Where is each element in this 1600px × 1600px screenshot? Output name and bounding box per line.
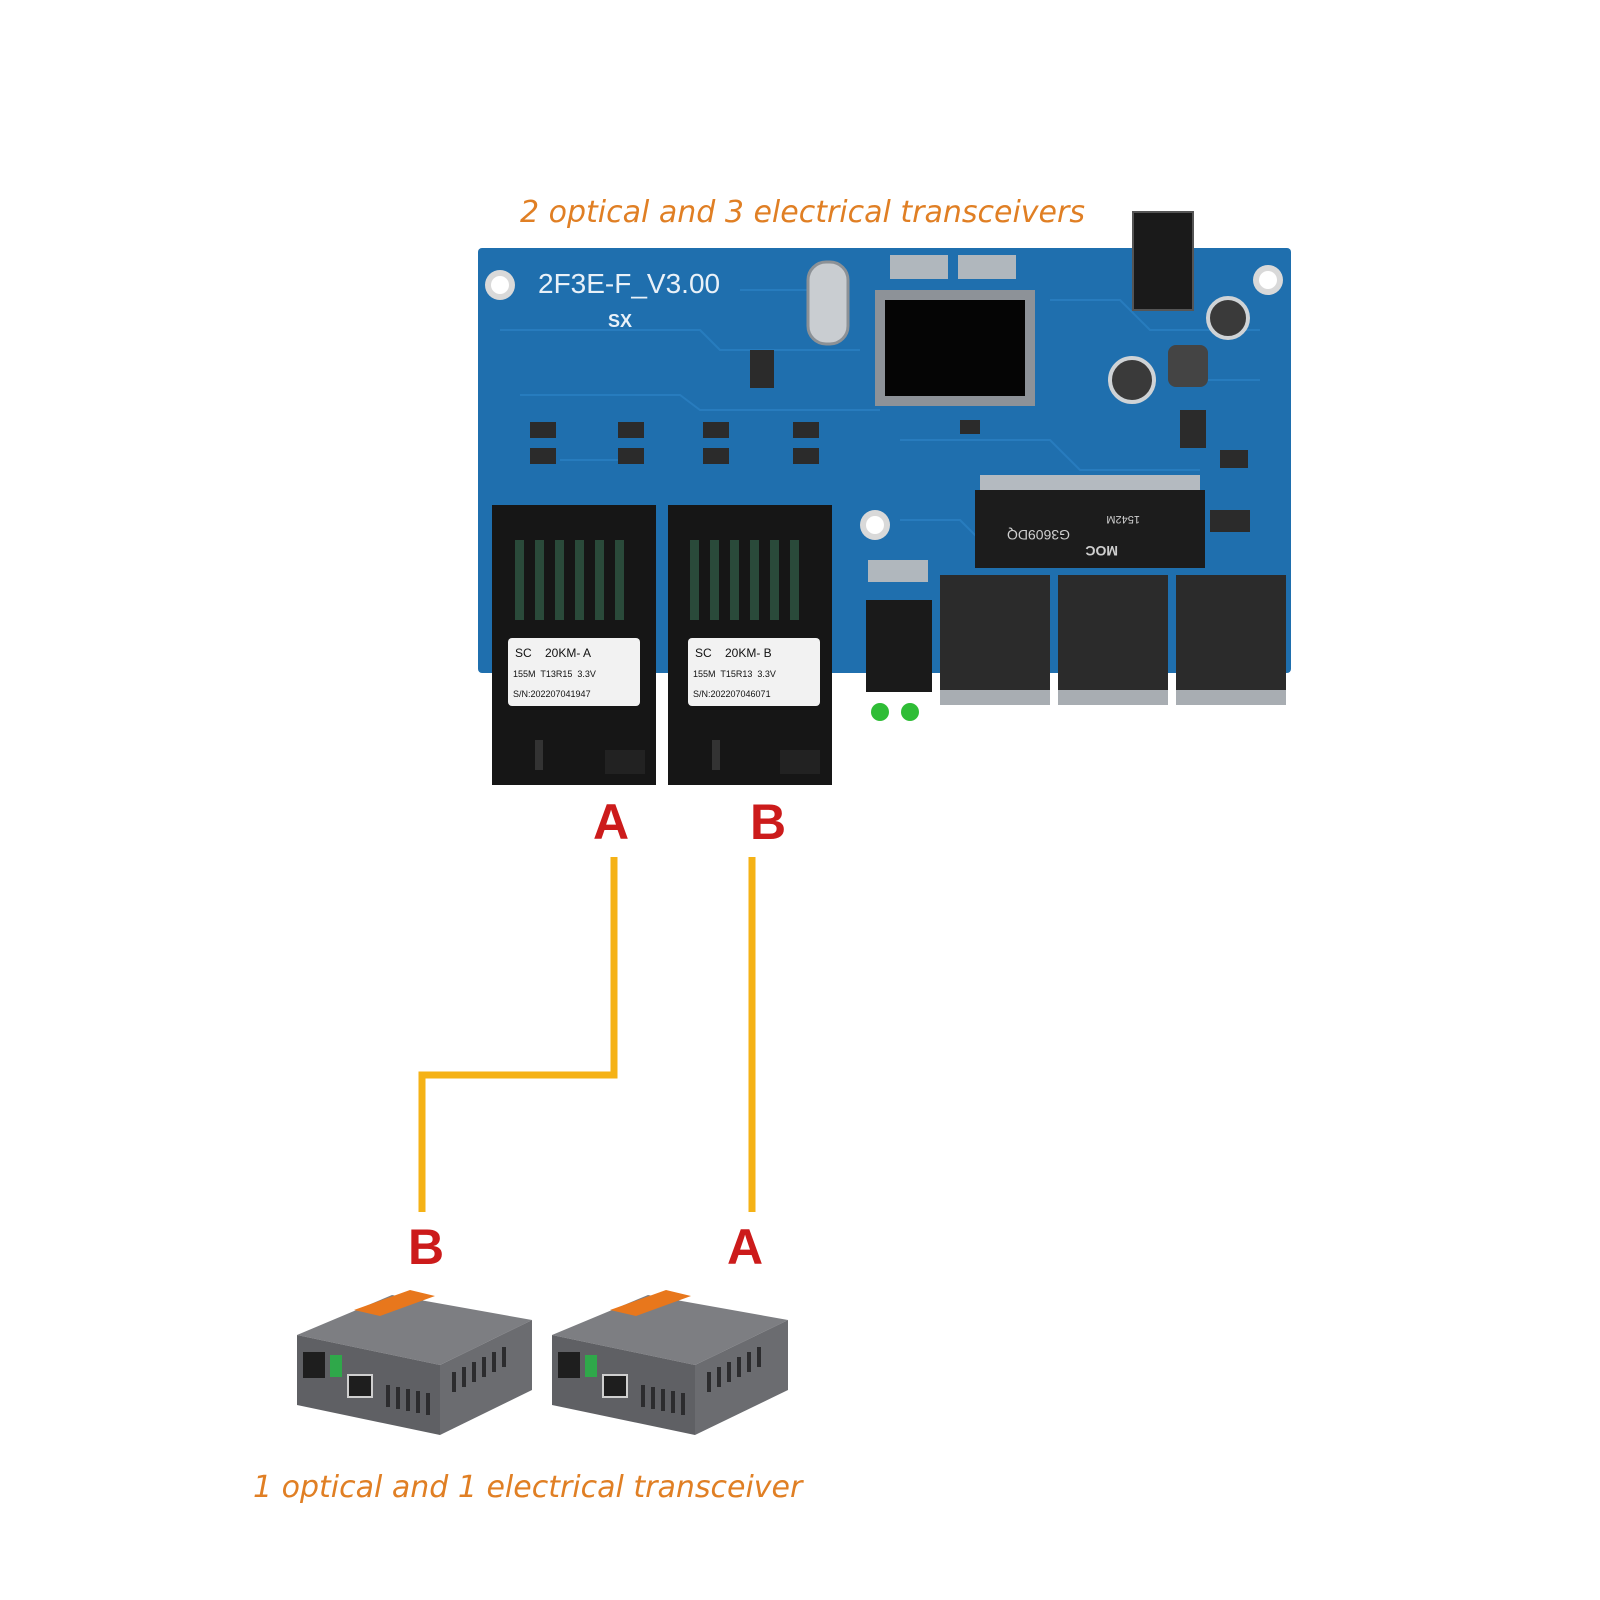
crystal-oscillator: [806, 260, 850, 346]
module-b-sticker: [688, 638, 820, 706]
transformer-part-number: G3609DQ: [1007, 527, 1070, 543]
module-a-line2: 155M T13R15 3.3V: [513, 669, 596, 679]
capacitor: [1108, 356, 1156, 404]
board-caption: 2 optical and 3 electrical transceivers: [520, 195, 1085, 230]
optical-module-b: SC 20KM- B 155M T15R13 3.3V S/N:20220704…: [668, 505, 832, 785]
power-jack: [1132, 211, 1194, 311]
module-a-line3: S/N:202207041947: [513, 689, 591, 699]
module-b-line2: 155M T15R13 3.3V: [693, 669, 776, 679]
board-port-label-a: A: [593, 794, 630, 850]
module-a-sticker: [508, 638, 640, 706]
module-b-line1: SC 20KM- B: [695, 646, 772, 660]
transformer-brand: MOC: [1085, 543, 1118, 559]
module-b-line3: S/N:202207046071: [693, 689, 771, 699]
main-switch-chip: [875, 290, 1035, 406]
board-model-label: 2F3E-F_V3.00: [538, 268, 720, 299]
media-converter-left: [297, 1290, 532, 1435]
mounting-hole: [485, 270, 515, 300]
mounting-hole: [1253, 265, 1283, 295]
media-converter-right: [552, 1290, 788, 1435]
rj45-port: [1058, 575, 1168, 705]
status-led: [901, 703, 919, 721]
mounting-hole: [860, 510, 890, 540]
pin-header: [958, 255, 1016, 279]
board-variant-label: SX: [608, 311, 632, 331]
module-a-line1: SC 20KM- A: [515, 646, 591, 660]
rj45-port: [940, 575, 1050, 705]
converter-caption: 1 optical and 1 electrical transceiver: [253, 1470, 803, 1505]
status-led: [871, 703, 889, 721]
pcb-board: 2F3E-F_V3.00 SX: [478, 211, 1291, 785]
converter-left-port-label: B: [408, 1219, 445, 1275]
optical-module-a: SC 20KM- A 155M T13R15 3.3V S/N:20220704…: [492, 505, 656, 785]
transformer-date-code: 1542M: [1106, 513, 1140, 525]
inductor: [1168, 345, 1208, 387]
smd-components: [530, 350, 1250, 532]
capacitor: [1206, 296, 1250, 340]
converter-right-port-label: A: [727, 1219, 764, 1275]
fiber-cable-a: [418, 857, 618, 1212]
pin-header: [890, 255, 948, 279]
board-port-label-b: B: [750, 794, 787, 850]
rj45-port: [1176, 575, 1286, 705]
led-indicator-block: [866, 560, 932, 721]
ethernet-transformer: G3609DQ 1542M MOC: [975, 475, 1205, 568]
